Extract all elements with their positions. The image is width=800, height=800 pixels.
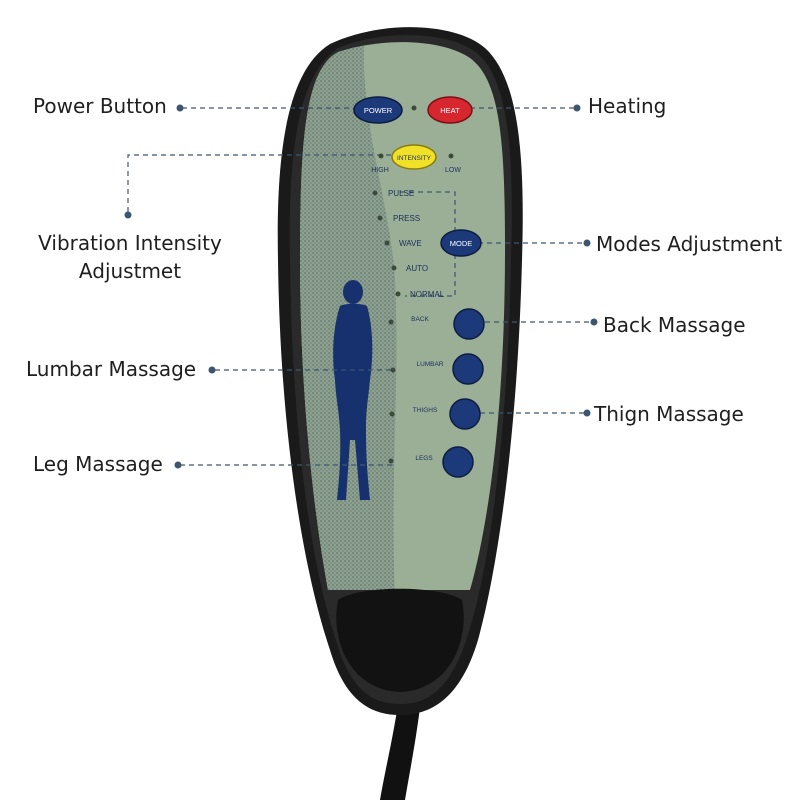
heat-button[interactable]: HEAT [427,96,473,124]
intensity-low-label: LOW [445,167,461,174]
callout-vibration-intensity-line2: Adjustmet [78,259,182,283]
callout-lines [127,107,592,466]
mode-label-auto: AUTO [406,264,428,273]
human-silhouette-icon [333,280,373,500]
callout-vibration-intensity-line1: Vibration Intensity [38,231,222,255]
mode-button-label: MODE [450,239,473,248]
intensity-button[interactable]: INTENSITY [391,144,437,170]
callout-leg-massage: Leg Massage [33,452,163,476]
heat-button-label: HEAT [440,106,460,115]
power-button[interactable]: POWER [353,96,403,124]
zone-label-thighs: THIGHS [413,407,438,414]
leg-massage-button[interactable] [442,446,474,478]
zone-legs: LEGS [388,455,433,464]
zone-thighs: THIGHS [389,407,438,417]
zone-label-back: BACK [411,316,429,323]
callout-back-massage: Back Massage [603,313,746,337]
mode-label-normal: NORMAL [410,290,445,299]
zone-label-legs: LEGS [415,455,433,462]
zone-back: BACK [388,316,430,325]
intensity-high-label: HIGH [371,167,389,174]
callout-dots [124,104,598,469]
callout-heating: Heating [588,94,667,118]
lumbar-massage-button[interactable] [452,353,484,385]
modes-list: PULSE PRESS WAVE AUTO NORMAL [372,189,445,299]
zone-lumbar: LUMBAR [390,361,444,373]
remote-bottom-cap [336,588,464,692]
callout-power-button: Power Button [33,94,167,118]
callout-lumbar-massage: Lumbar Massage [26,357,197,381]
mode-label-wave: WAVE [399,239,422,248]
zone-label-lumbar: LUMBAR [416,361,443,368]
mode-button[interactable]: MODE [440,229,482,257]
mode-label-pulse: PULSE [388,189,414,198]
thigh-massage-button[interactable] [449,398,481,430]
intensity-low-led [448,153,454,159]
power-cable [380,690,422,800]
indicator-led [411,105,417,111]
intensity-high-led [378,153,384,159]
callout-vibration-intensity: Vibration Intensity Adjustmet [20,229,240,285]
back-massage-button[interactable] [453,308,485,340]
callout-thigh-massage: Thign Massage [594,402,744,426]
callout-modes-adjustment: Modes Adjustment [596,232,783,256]
power-button-label: POWER [364,106,393,115]
mode-label-press: PRESS [393,214,420,223]
intensity-button-label: INTENSITY [397,155,432,162]
